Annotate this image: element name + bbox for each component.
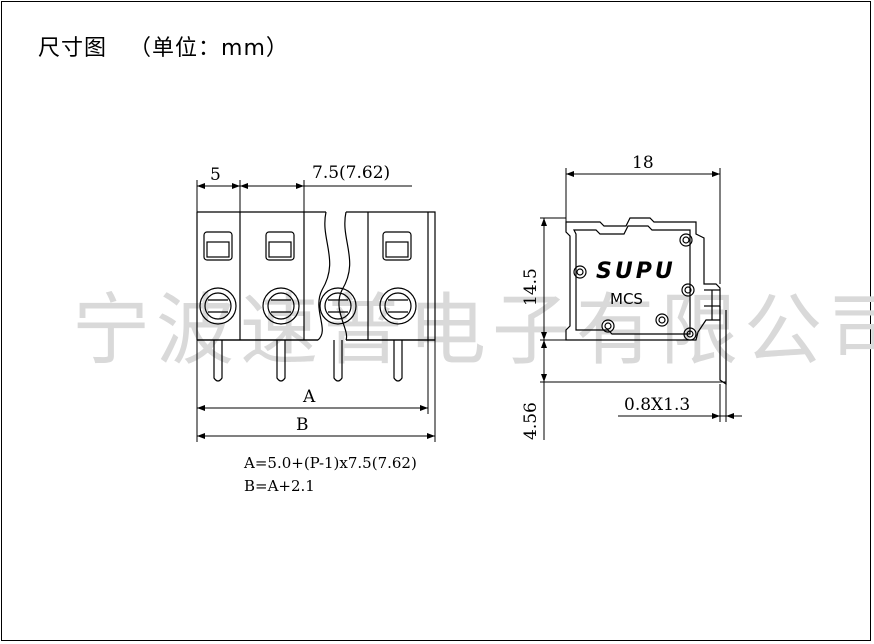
formula-b: B=A+2.1 [244,477,315,495]
wire-entries [199,287,417,325]
model-label: MCS [610,290,643,308]
drawing-title: 尺寸图 （单位：mm） [38,30,289,62]
dim-a-label: A [302,387,316,407]
front-arrows [197,183,435,439]
front-dimensions [196,180,436,442]
front-view [196,211,436,382]
pins [213,340,403,382]
side-dimensions [540,168,742,440]
title-name: 尺寸图 [38,36,108,61]
side-view [565,217,727,386]
dim-height: 14.5 [521,268,541,306]
dim-pitch-first: 5 [210,165,221,185]
formula-a: A=5.0+(P-1)x7.5(7.62) [244,454,417,472]
dim-width: 18 [632,153,654,173]
dim-pin-length: 4.56 [521,402,541,440]
release-windows [203,231,412,261]
dim-pin-size: 0.8X1.3 [624,395,690,415]
title-unit: （单位：mm） [129,36,289,61]
dim-pitch: 7.5(7.62) [312,163,390,183]
side-arrows [541,171,734,419]
dim-b-label: B [296,415,309,435]
supu-logo: SUPU [596,259,676,284]
